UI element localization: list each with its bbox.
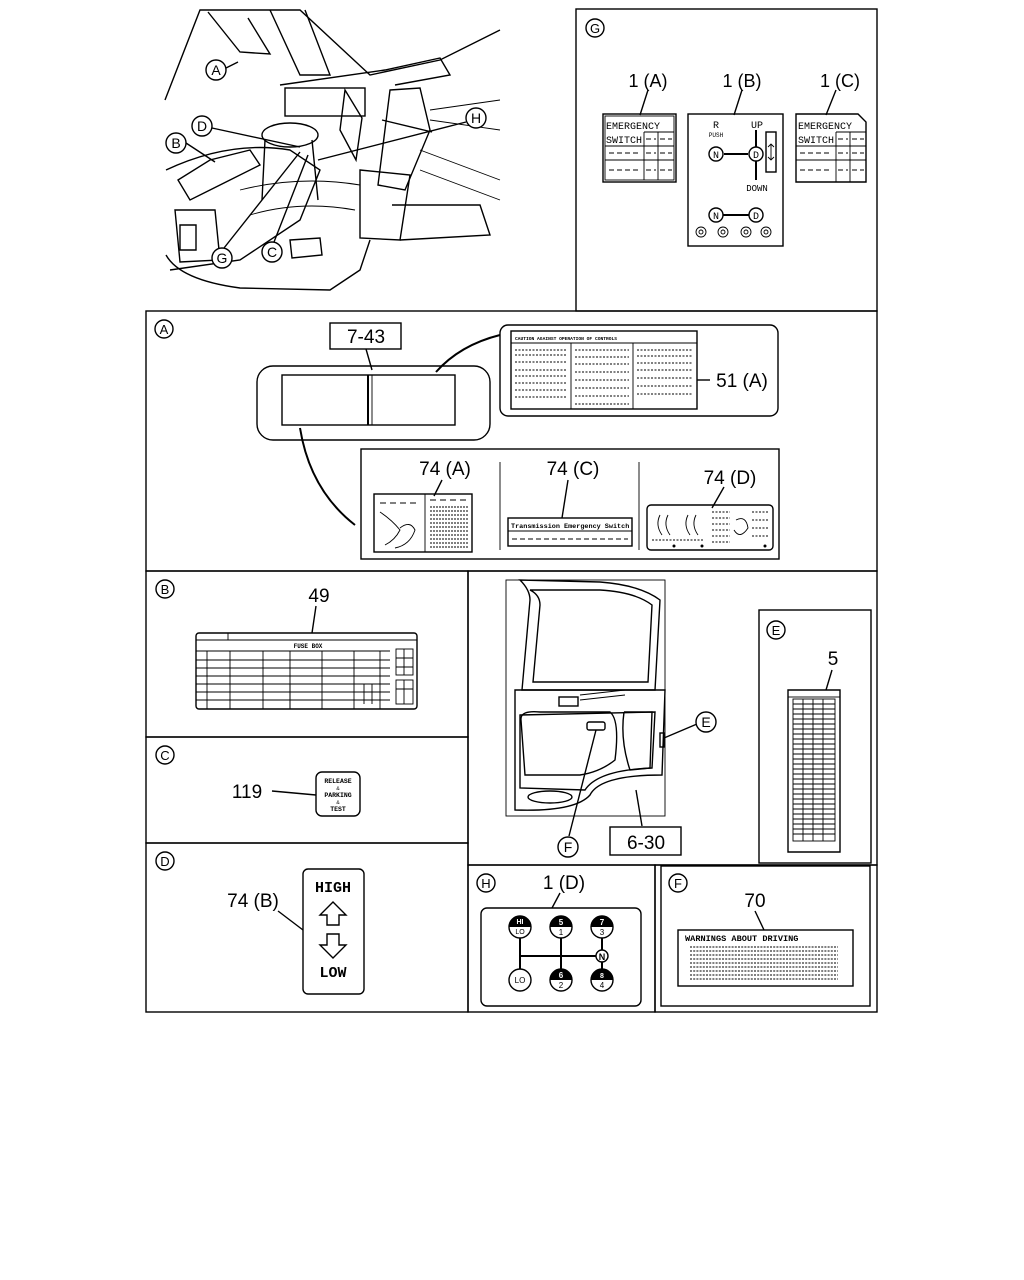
gear-3: 3	[600, 928, 605, 937]
panel-h: H 1 (D) HI LO 5 1 7 3 N LO 6 2	[467, 864, 656, 1013]
label-119-line4: &	[336, 799, 340, 806]
label-51a-caution: CAUTION AGAINST OPERATION OF CONTROLS 51…	[499, 324, 779, 417]
label-119-line3: PARKING	[324, 792, 351, 799]
panel-e: E 5	[758, 609, 872, 864]
label-1b-n-lower: N	[713, 212, 719, 223]
gear-n: N	[599, 952, 606, 962]
panel-g-label: G	[590, 21, 600, 36]
gear-8: 8	[600, 973, 604, 980]
panel-h-label: H	[481, 876, 490, 891]
label-5-sheet	[787, 689, 841, 853]
callout-51a: 51 (A)	[716, 371, 768, 392]
panel-b-label: B	[161, 582, 170, 597]
door-callout-f: F	[564, 839, 573, 855]
callout-49: 49	[308, 586, 329, 607]
label-1a-line1: EMERGENCY	[606, 122, 660, 133]
label-1b-n: N	[713, 151, 719, 162]
label-1b-d: D	[753, 151, 759, 162]
label-1b-up: UP	[751, 121, 763, 132]
label-1b-down: DOWN	[746, 184, 768, 194]
label-1c-line1: EMERGENCY	[798, 122, 852, 133]
panel-e-label: E	[772, 623, 781, 638]
gear-7: 7	[600, 918, 605, 927]
label-74b-low: LOW	[319, 965, 346, 982]
cab-callout-d: D	[197, 118, 207, 134]
visor-labels-sheet: 74 (A) 74 (C) Transmission Emergency Swi…	[360, 448, 780, 560]
label-1b-push: PUSH	[709, 132, 724, 139]
label-74b-high-low: HIGH LOW	[302, 868, 365, 995]
label-49-fuse-box: FUSE BOX	[195, 632, 418, 710]
cab-callout-c: C	[267, 244, 277, 260]
label-1d-shift-pattern: HI LO 5 1 7 3 N LO 6 2 8 4	[480, 907, 642, 1007]
panel-c: C 119 RELEASE & PARKING & TEST	[145, 736, 469, 844]
callout-6-30: 6-30	[627, 833, 665, 854]
label-49-title: FUSE BOX	[294, 643, 323, 650]
callout-74a: 74 (A)	[419, 459, 471, 480]
sun-visor-outline	[256, 365, 491, 441]
arrow-up-icon	[318, 901, 348, 926]
gear-5: 5	[559, 918, 564, 927]
gear-1: 1	[559, 928, 564, 937]
label-1a-line2: SWITCH	[606, 136, 642, 147]
arrow-down-icon	[318, 933, 348, 959]
callout-5: 5	[828, 649, 839, 670]
cab-callout-b: B	[171, 135, 180, 151]
panel-door: E F 6-30	[467, 570, 878, 866]
label-1b-r: R	[713, 121, 719, 132]
label-1b-gear-icons	[695, 226, 772, 238]
cab-callout-h: H	[471, 110, 481, 126]
cab-interior-view: A B D H G C	[164, 9, 501, 291]
panel-d: D 74 (B) HIGH LOW	[145, 842, 469, 1013]
callout-1b: 1 (B)	[722, 71, 761, 91]
label-1a-emergency-switch: EMERGENCY SWITCH	[602, 113, 677, 183]
callout-70: 70	[744, 891, 765, 912]
panel-a: A 7-43 CAUTION AGAINST OPERATION OF CONT…	[145, 310, 878, 572]
label-1c-emergency-switch: EMERGENCY SWITCH	[795, 113, 867, 183]
door-callout-e: E	[701, 714, 710, 730]
callout-119: 119	[232, 782, 262, 803]
callout-74b: 74 (B)	[227, 891, 279, 912]
label-70-title: WARNINGS ABOUT DRIVING	[685, 934, 798, 944]
panel-f-label: F	[674, 876, 682, 891]
label-70-warnings: WARNINGS ABOUT DRIVING	[677, 929, 854, 987]
callout-74c: 74 (C)	[547, 459, 600, 480]
panel-g: G 1 (A) EMERGENCY SWITCH 1 (B) R PUSH UP…	[575, 8, 878, 312]
label-119-line5: TEST	[330, 806, 346, 813]
label-119-release-parking-test: RELEASE & PARKING & TEST	[315, 771, 361, 817]
gear-lo: LO	[515, 976, 526, 985]
gear-2: 2	[559, 981, 564, 990]
callout-74d: 74 (D)	[704, 468, 757, 489]
label-1b-gear-selector: R PUSH UP N D DOWN N D	[687, 113, 784, 247]
cab-callout-a: A	[211, 62, 221, 78]
label-74c-text: Transmission Emergency Switch	[511, 523, 629, 531]
panel-c-label: C	[160, 748, 169, 763]
label-1c-line2: SWITCH	[798, 136, 834, 147]
panel-a-label: A	[160, 322, 169, 337]
panel-f: F 70 WARNINGS ABOUT DRIVING	[654, 864, 878, 1013]
panel-d-label: D	[160, 854, 169, 869]
label-1b-d-lower: D	[753, 212, 759, 223]
callout-1a: 1 (A)	[628, 71, 667, 91]
gear-4: 4	[600, 981, 605, 990]
label-74b-high: HIGH	[315, 880, 351, 897]
callout-7-43: 7-43	[347, 327, 385, 348]
cab-callout-g: G	[217, 250, 228, 266]
gear-6: 6	[559, 971, 564, 980]
label-119-line1: RELEASE	[324, 778, 351, 785]
panel-b: B 49 FUSE BOX	[145, 570, 469, 738]
label-51a-title: CAUTION AGAINST OPERATION OF CONTROLS	[515, 336, 617, 342]
gear-lo-small: LO	[515, 929, 525, 936]
label-119-line2: &	[336, 785, 340, 792]
callout-1d: 1 (D)	[543, 873, 585, 894]
callout-1c: 1 (C)	[820, 71, 860, 91]
gear-hi: HI	[517, 919, 524, 926]
